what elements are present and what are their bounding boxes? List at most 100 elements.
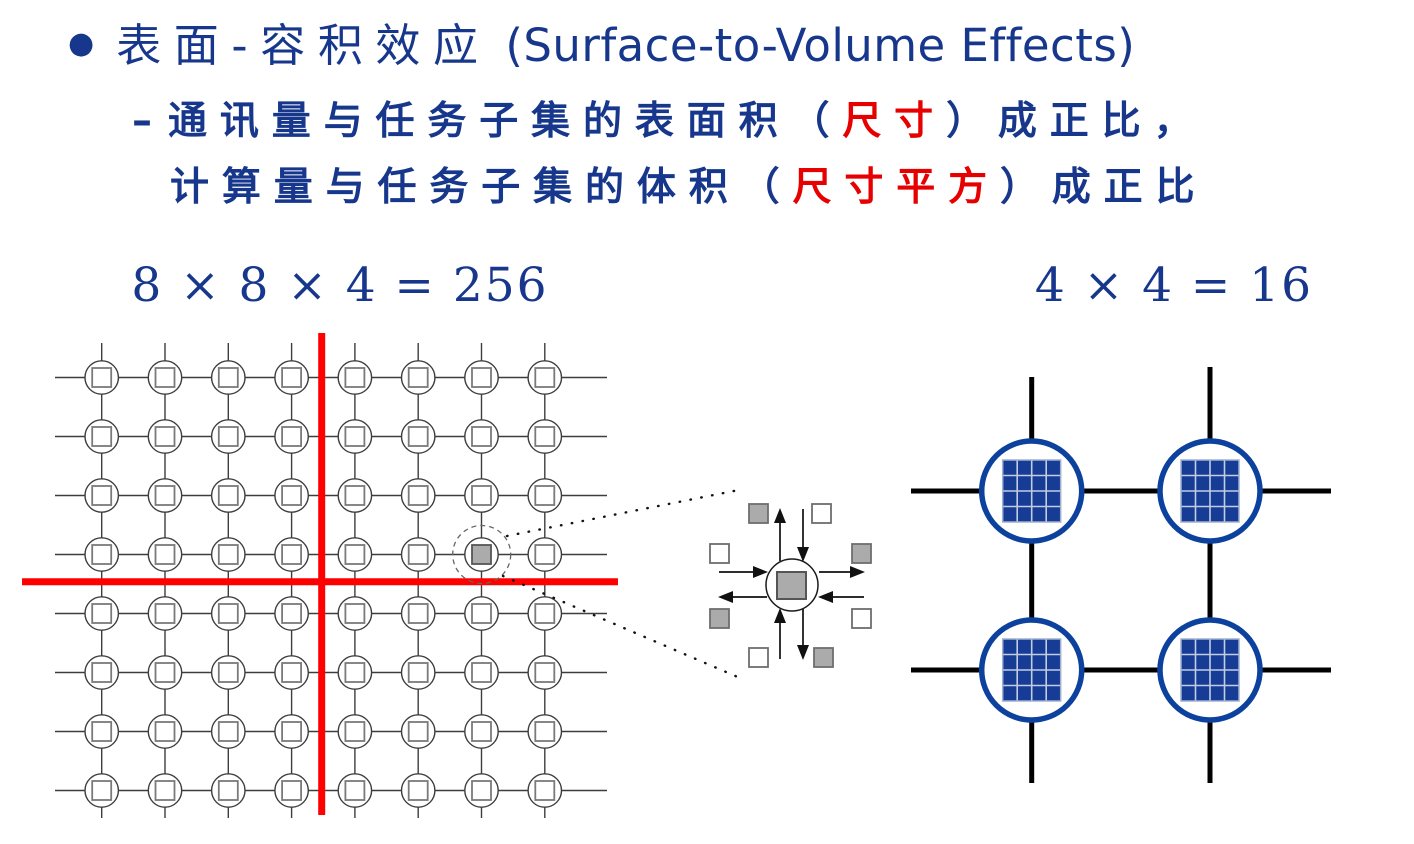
task-square (154, 721, 176, 742)
sub2-seg-blue-tail: ）成正比 (999, 165, 1208, 210)
formula-right: 4 × 4 = 16 (1034, 258, 1314, 313)
task-square (91, 426, 113, 447)
task-square (471, 721, 492, 742)
task-square (534, 426, 556, 447)
neighbor-task-square (748, 503, 769, 524)
task-square (471, 367, 492, 388)
task-square (534, 662, 556, 683)
comm-arrow-head (797, 645, 809, 660)
sub2-seg-red: 尺寸平方 (792, 165, 1000, 210)
task-square (407, 426, 429, 447)
detail-task-square (776, 571, 807, 600)
task-square (407, 367, 429, 388)
task-square (281, 367, 303, 388)
neighbor-task-square (851, 543, 872, 564)
comm-arrow-head (850, 566, 865, 578)
highlighted-task-square (471, 544, 492, 565)
task-square (407, 780, 429, 801)
task-square (217, 603, 239, 624)
zoom-cone-line (505, 487, 746, 538)
sub2-seg-blue: 计算量与任务子集的体积（ (170, 165, 793, 210)
task-square (154, 485, 176, 506)
sub-bullet-line-2: 计算量与任务子集的体积（尺寸平方）成正比 (170, 155, 1207, 228)
dash-icon: – (132, 98, 152, 144)
task-block-border (1001, 638, 1062, 702)
task-square (407, 485, 429, 506)
comm-arrow-head (718, 591, 733, 603)
task-square (534, 721, 556, 742)
task-square (217, 485, 239, 506)
zoom-cone-line (501, 574, 742, 680)
task-square (281, 544, 303, 565)
task-block-border (1001, 459, 1062, 523)
task-square (154, 603, 176, 624)
detail-figure (452, 487, 872, 680)
task-square (217, 367, 239, 388)
task-square (154, 426, 176, 447)
task-square (344, 662, 366, 683)
task-square (471, 603, 492, 624)
neighbor-task-square (851, 608, 872, 629)
task-square (154, 544, 176, 565)
task-square (344, 426, 366, 447)
task-square (217, 426, 239, 447)
sub1-seg-red: 尺寸 (842, 99, 947, 144)
title-en: (Surface-to-Volume Effects) (490, 19, 1136, 72)
comm-arrow-head (797, 547, 809, 562)
neighbor-task-square (813, 647, 834, 668)
task-square (407, 603, 429, 624)
task-square (217, 662, 239, 683)
title-zh: 表面-容积效应 (116, 19, 491, 72)
task-square (217, 544, 239, 565)
task-square (344, 780, 366, 801)
formula-left: 8 × 8 × 4 = 256 (131, 258, 549, 313)
task-square (91, 721, 113, 742)
task-square (217, 780, 239, 801)
task-square (407, 544, 429, 565)
task-square (471, 780, 492, 801)
comm-arrow-head (818, 591, 833, 603)
sub-bullet-line-1: –通讯量与任务子集的表面积（尺寸）成正比， (132, 88, 1205, 162)
task-square (344, 721, 366, 742)
task-square (407, 721, 429, 742)
task-square (281, 603, 303, 624)
task-square (344, 603, 366, 624)
comm-arrow-head (753, 566, 768, 578)
task-square (281, 780, 303, 801)
task-square (154, 662, 176, 683)
task-square (471, 662, 492, 683)
task-square (534, 367, 556, 388)
task-square (471, 426, 492, 447)
task-square (534, 603, 556, 624)
partition-lines (22, 333, 618, 815)
task-square (91, 780, 113, 801)
task-square (534, 544, 556, 565)
task-square (344, 485, 366, 506)
task-square (534, 485, 556, 506)
sub1-seg-blue-tail: ）成正比， (946, 99, 1206, 144)
task-square (407, 662, 429, 683)
task-square (534, 780, 556, 801)
task-square (91, 662, 113, 683)
task-square (154, 367, 176, 388)
bullet-icon: ● (68, 26, 95, 61)
task-square (91, 544, 113, 565)
task-square (281, 485, 303, 506)
highlight-dashed-circle (452, 524, 512, 585)
neighbor-task-square (748, 647, 769, 668)
task-square (471, 485, 492, 506)
title: ● 表面-容积效应 (Surface-to-Volume Effects) (68, 12, 1135, 88)
neighbor-task-square (811, 503, 832, 524)
task-square (91, 485, 113, 506)
task-square (344, 367, 366, 388)
task-square (344, 544, 366, 565)
comm-arrow-head (774, 608, 786, 623)
task-square (281, 662, 303, 683)
diagram-canvas (22, 333, 1331, 818)
task-square (91, 367, 113, 388)
task-block-border (1180, 638, 1240, 702)
task-square (281, 426, 303, 447)
sub1-seg-blue: 通讯量与任务子集的表面积（ (168, 99, 843, 144)
task-square (281, 721, 303, 742)
